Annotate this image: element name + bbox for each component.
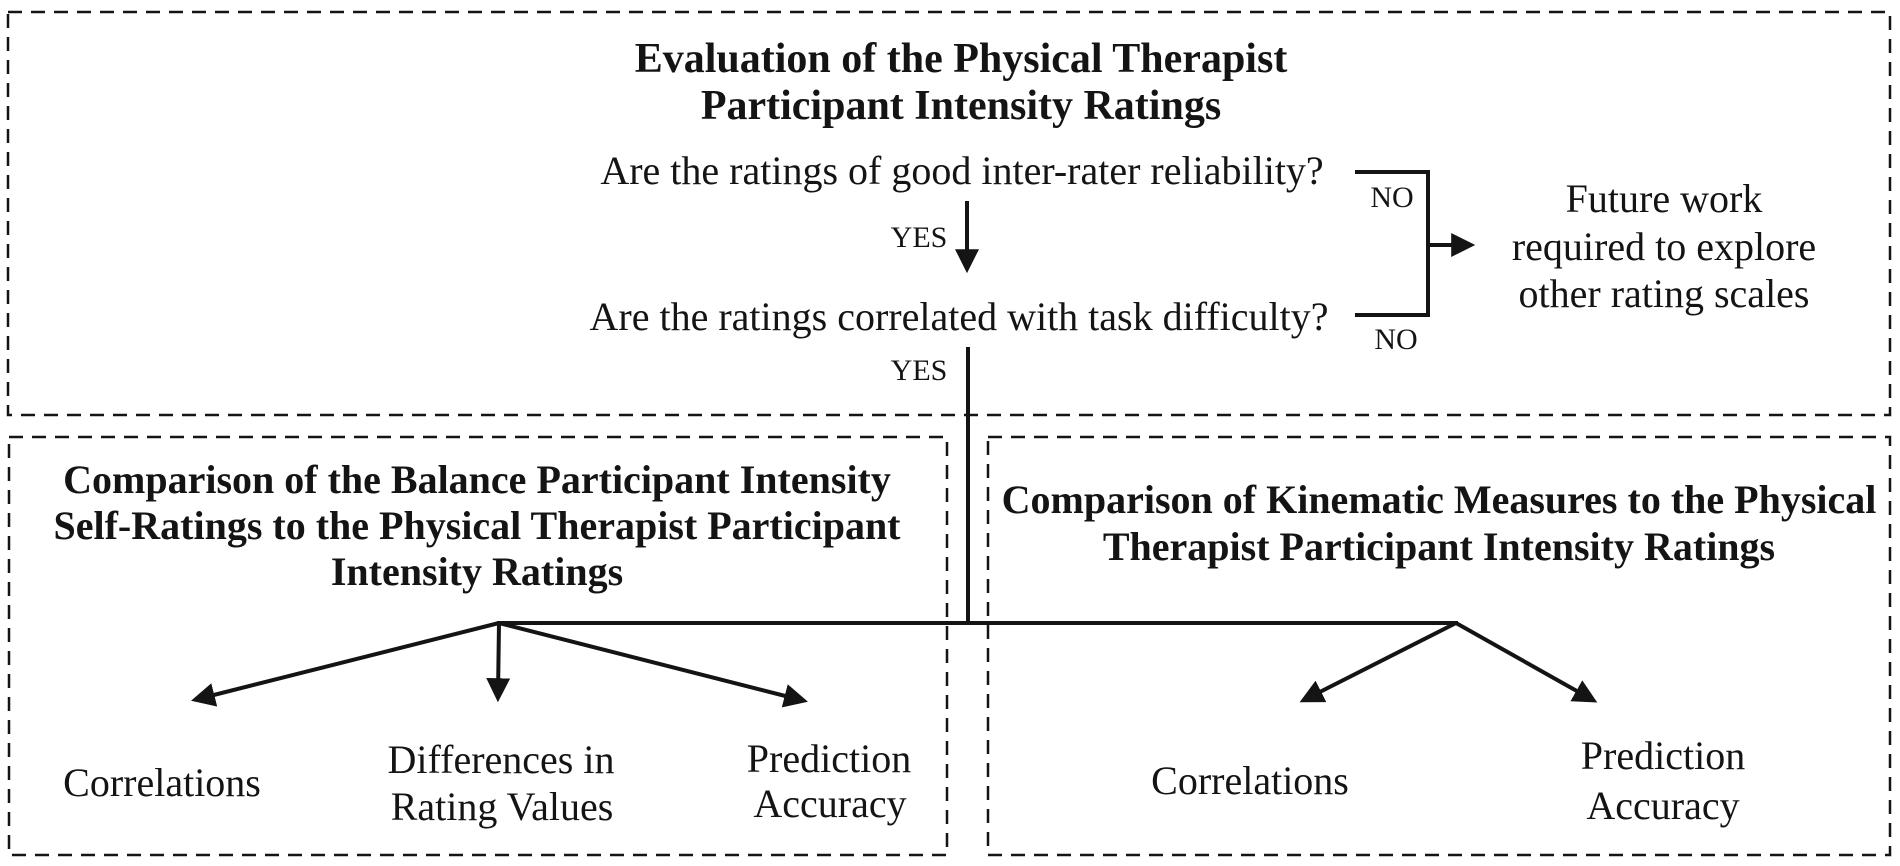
left-fan-prediction-arrow: [498, 621, 808, 708]
left-outcome-differences-line2: Rating Values: [390, 784, 614, 829]
future-work-note-line2: required to explore: [1511, 224, 1817, 269]
question-task-difficulty: Are the ratings correlated with task dif…: [589, 294, 1329, 339]
question-inter-rater-reliability: Are the ratings of good inter-rater reli…: [600, 148, 1324, 193]
right-outcome-prediction-line2: Accuracy: [1586, 783, 1740, 828]
left-outcome-prediction-line2: Accuracy: [753, 781, 907, 826]
left-outcome-prediction-line1: Prediction: [746, 736, 912, 781]
top-box-title-line1: Evaluation of the Physical Therapist: [634, 36, 1288, 82]
left-outcome-correlations: Correlations: [63, 760, 261, 805]
yes2-label: YES: [890, 354, 948, 387]
right-box-border: [986, 435, 1892, 857]
left-outcome-differences-line1: Differences in: [387, 737, 615, 782]
yes1-label: YES: [890, 221, 948, 254]
left-fan-correlations-arrow: [191, 621, 500, 707]
left-box-title-line1: Comparison of the Balance Participant In…: [63, 457, 891, 502]
left-fan-differences-arrow: [486, 622, 511, 703]
top-box-border: [6, 10, 1892, 417]
right-outcome-correlations: Correlations: [1151, 758, 1349, 803]
right-outcome-prediction-line1: Prediction: [1580, 733, 1746, 778]
future-work-note-line3: other rating scales: [1518, 271, 1810, 316]
future-work-note-line1: Future work: [1565, 176, 1763, 221]
right-box-title-line2: Therapist Participant Intensity Ratings: [1102, 524, 1776, 569]
left-box-title-line3: Intensity Ratings: [330, 549, 624, 594]
top-box-title-line2: Participant Intensity Ratings: [700, 83, 1222, 129]
no2-label: NO: [1374, 323, 1418, 356]
no1-label: NO: [1370, 181, 1414, 214]
right-fan-prediction-arrow: [1455, 621, 1598, 703]
right-box-title-line1: Comparison of Kinematic Measures to the …: [1001, 477, 1877, 522]
right-fan-correlations-arrow: [1299, 621, 1457, 703]
left-box-title-line2: Self-Ratings to the Physical Therapist P…: [53, 503, 901, 548]
left-box-border: [7, 435, 949, 857]
